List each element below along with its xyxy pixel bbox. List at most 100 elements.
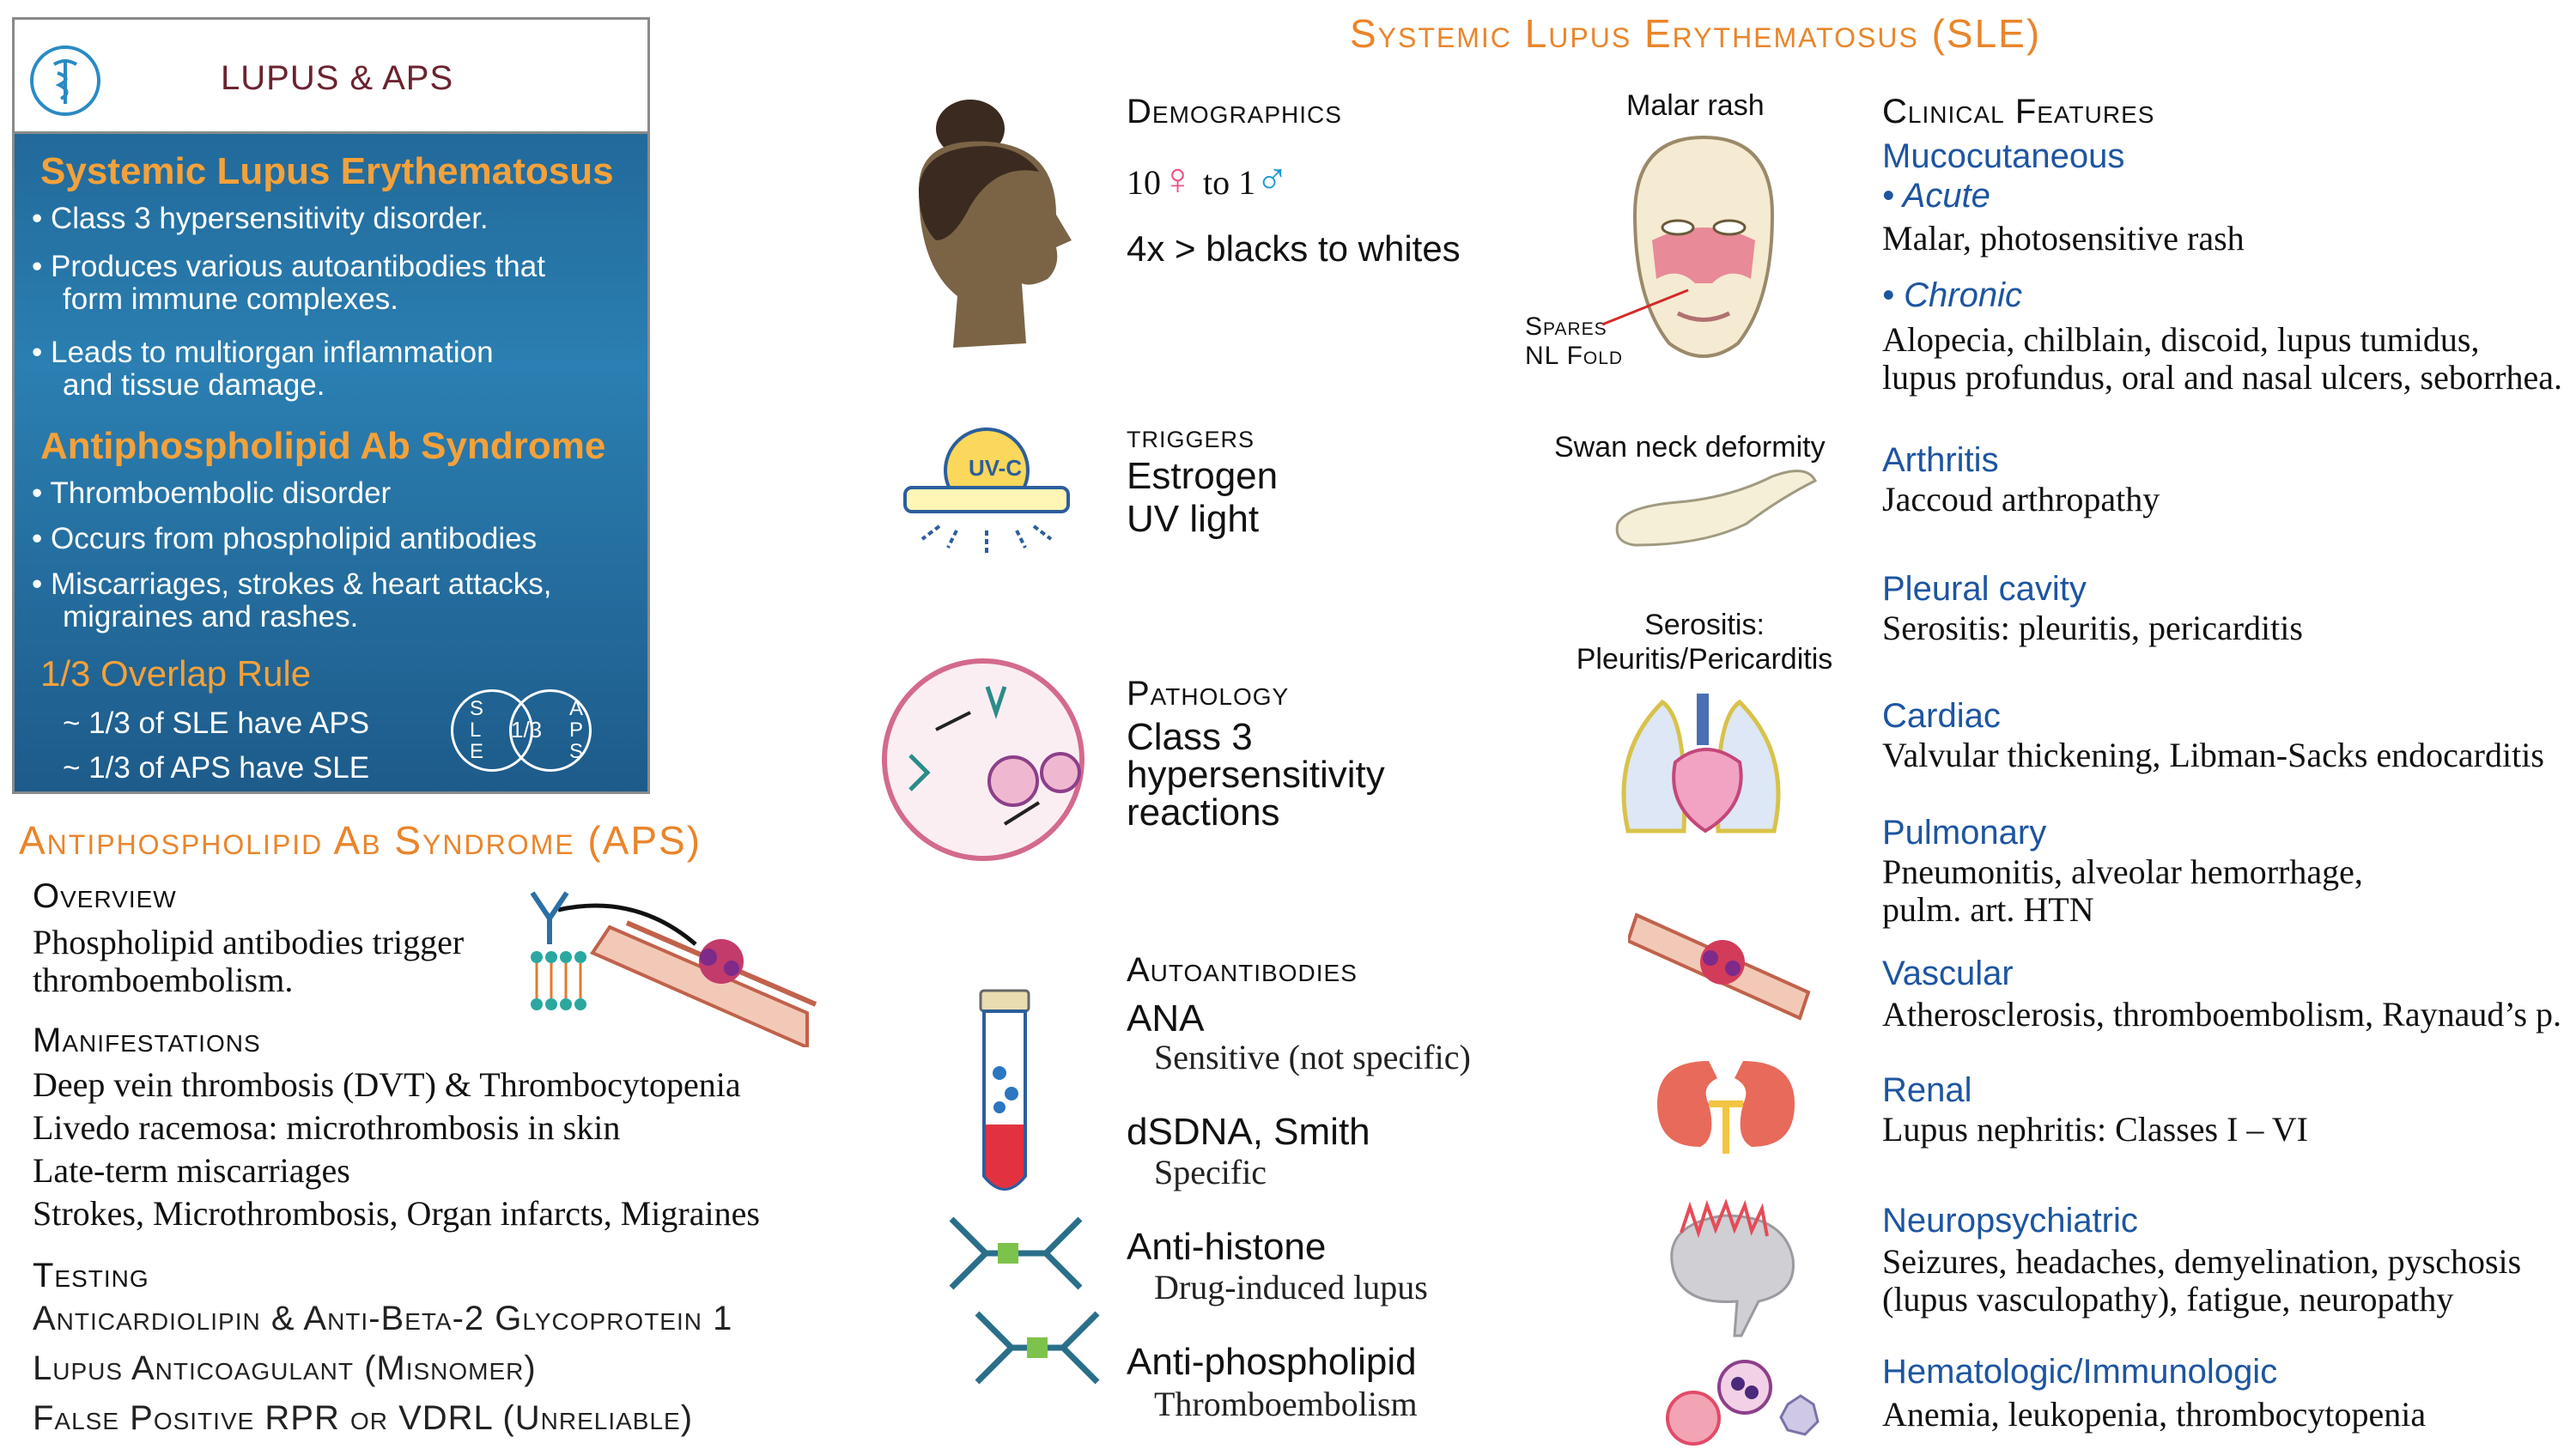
aps-bullet: • Thromboembolic disorder: [32, 476, 392, 510]
autoantibody-desc: Sensitive (not specific): [1154, 1038, 1471, 1076]
summary-header: LUPUS & APS: [15, 20, 647, 134]
pathology-line: Class 3: [1127, 716, 1253, 758]
overlap-line: ~ 1/3 of SLE have APS: [63, 706, 370, 740]
aps-bullet: • Miscarriages, strokes & heart attacks,: [32, 567, 552, 601]
brain-icon: [1670, 1198, 1795, 1337]
autoantibody-name: ANA: [1127, 997, 1205, 1040]
clinical-title: Clinical Features: [1882, 93, 2155, 130]
section-line: Jaccoud arthropathy: [1882, 480, 2160, 518]
ratio-to: to: [1203, 163, 1230, 202]
antibody-complex-icon: [949, 1216, 1100, 1385]
uv-label: UV-C: [969, 455, 1023, 481]
section-title: Pulmonary: [1882, 814, 2047, 852]
acute-text: Malar, photosensitive rash: [1882, 219, 2245, 258]
section-title: Hematologic/Immunologic: [1882, 1353, 2278, 1391]
sex-ratio: 10♀ to 1♂: [1127, 155, 1289, 205]
section-line: Seizures, headaches, demyelination, pysc…: [1882, 1242, 2522, 1281]
mucocutaneous-title: Mucocutaneous: [1882, 137, 2125, 175]
kidneys-icon: [1657, 1061, 1795, 1154]
section-line: Anemia, leukopenia, thrombocytopenia: [1882, 1395, 2427, 1434]
swan-neck-finger-icon: [1615, 470, 1818, 547]
sle-bullet-cont: form immune complexes.: [63, 282, 398, 316]
overlap-line: ~ 1/3 of APS have SLE: [63, 751, 370, 785]
testing-item: False Positive RPR or VDRL (Unreliable): [33, 1399, 694, 1437]
blood-cells-icon: [1666, 1360, 1820, 1446]
overview-line: Phospholipid antibodies trigger: [33, 923, 465, 961]
section-title: Cardiac: [1882, 697, 2001, 735]
section-line: Pneumonitis, alveolar hemorrhage,: [1882, 852, 2363, 891]
sle-heading: Systemic Lupus Erythematosus: [40, 150, 614, 192]
section-title: Neuropsychiatric: [1882, 1202, 2138, 1240]
section-line: Serositis: pleuritis, pericarditis: [1882, 609, 2303, 647]
autoantibodies-title: Autoantibodies: [1127, 951, 1358, 989]
autoantibody-name: Anti-histone: [1127, 1226, 1327, 1268]
manifestation-item: Strokes, Microthrombosis, Organ infarcts…: [33, 1194, 760, 1233]
acute-label: • Acute: [1882, 177, 1990, 215]
malar-rash-face-icon: [1632, 135, 1775, 358]
autoantibody-desc: Specific: [1154, 1153, 1267, 1191]
vessel-clot-icon: [1628, 912, 1811, 1021]
sle-bullet: • Leads to multiorgan inflammation: [32, 336, 494, 369]
trigger-item: Estrogen: [1127, 455, 1279, 497]
aps-heading: Antiphospholipid Ab Syndrome (APS): [19, 818, 702, 863]
section-title: Arthritis: [1882, 441, 1999, 479]
pathology-line: hypersensitivity: [1127, 754, 1385, 796]
chronic-text: Alopecia, chilblain, discoid, lupus tumi…: [1882, 320, 2480, 359]
section-line: Valvular thickening, Libman-Sacks endoca…: [1882, 736, 2544, 774]
vessel-antibody-icon: [530, 891, 817, 1047]
ratio-male-count: 1: [1238, 163, 1256, 202]
venn-label-aps: APS: [569, 697, 584, 763]
serositis-label: Serositis:Pleuritis/Pericarditis: [1576, 609, 1833, 676]
autoantibody-desc: Thromboembolism: [1154, 1385, 1418, 1423]
overlap-heading: 1/3 Overlap Rule: [40, 653, 312, 694]
sle-bullet-cont: and tissue damage.: [63, 368, 325, 402]
uv-lamp-icon: [903, 427, 1070, 556]
triggers-title: triggers: [1127, 419, 1255, 455]
manifestation-item: Deep vein thrombosis (DVT) & Thrombocyto…: [33, 1065, 741, 1104]
venn-label-mid: 1/3: [511, 717, 543, 743]
pathology-line: reactions: [1127, 791, 1280, 834]
section-title: Vascular: [1882, 955, 2014, 992]
swan-neck-label: Swan neck deformity: [1554, 431, 1826, 464]
section-line: Lupus nephritis: Classes I – VI: [1882, 1110, 2308, 1149]
sle-bullet: • Produces various autoantibodies that: [32, 250, 545, 283]
section-line: pulm. art. HTN: [1882, 890, 2094, 929]
chronic-text: lupus profundus, oral and nasal ulcers, …: [1882, 358, 2562, 397]
male-symbol-icon: ♂: [1255, 155, 1290, 204]
testing-item: Anticardiolipin & Anti-Beta-2 Glycoprote…: [33, 1300, 733, 1337]
overview-line: thromboembolism.: [33, 961, 294, 999]
female-symbol-icon: ♀: [1161, 155, 1194, 204]
caduceus-logo-icon: [30, 45, 100, 116]
blood-tube-icon: [979, 989, 1030, 1191]
overview-title: Overview: [33, 877, 177, 915]
autoantibody-name: dSDNA, Smith: [1127, 1111, 1370, 1153]
manifestations-title: Manifestations: [33, 1022, 261, 1059]
summary-box: LUPUS & APS Systemic Lupus Erythematosus…: [12, 17, 650, 794]
section-line: (lupus vasculopathy), fatigue, neuropath…: [1882, 1280, 2454, 1319]
ratio-female-count: 10: [1127, 163, 1161, 202]
summary-title: LUPUS & APS: [221, 59, 454, 97]
aps-bullet: • Occurs from phospholipid antibodies: [32, 522, 538, 555]
autoantibody-name: Anti-phospholipid: [1127, 1341, 1417, 1383]
malar-label: Malar rash: [1626, 89, 1765, 122]
heart-lungs-icon: [1621, 694, 1781, 834]
manifestation-item: Livedo racemosa: microthrombosis in skin: [33, 1108, 621, 1147]
pathology-title: Pathology: [1127, 675, 1290, 712]
aps-bullet-cont: migraines and rashes.: [63, 600, 359, 634]
venn-label-sle: SLE: [470, 697, 484, 763]
demographics-title: Demographics: [1127, 93, 1342, 130]
sle-heading: Systemic Lupus Erythematosus (SLE): [1350, 11, 2042, 56]
section-line: Atherosclerosis, thromboembolism, Raynau…: [1882, 995, 2562, 1034]
woman-profile-icon: [919, 100, 1072, 348]
section-title: Renal: [1882, 1071, 1972, 1109]
chronic-label: • Chronic: [1882, 276, 2022, 314]
testing-item: Lupus Anticoagulant (Misnomer): [33, 1349, 537, 1387]
testing-title: Testing: [33, 1257, 149, 1294]
section-title: Pleural cavity: [1882, 570, 2087, 608]
pathology-cell-icon: [882, 658, 1084, 861]
venn-circle-aps: [509, 689, 592, 772]
demographics-text: 4x > blacks to whites: [1127, 228, 1461, 269]
sle-bullet: • Class 3 hypersensitivity disorder.: [32, 202, 489, 235]
autoantibody-desc: Drug-induced lupus: [1154, 1268, 1428, 1307]
